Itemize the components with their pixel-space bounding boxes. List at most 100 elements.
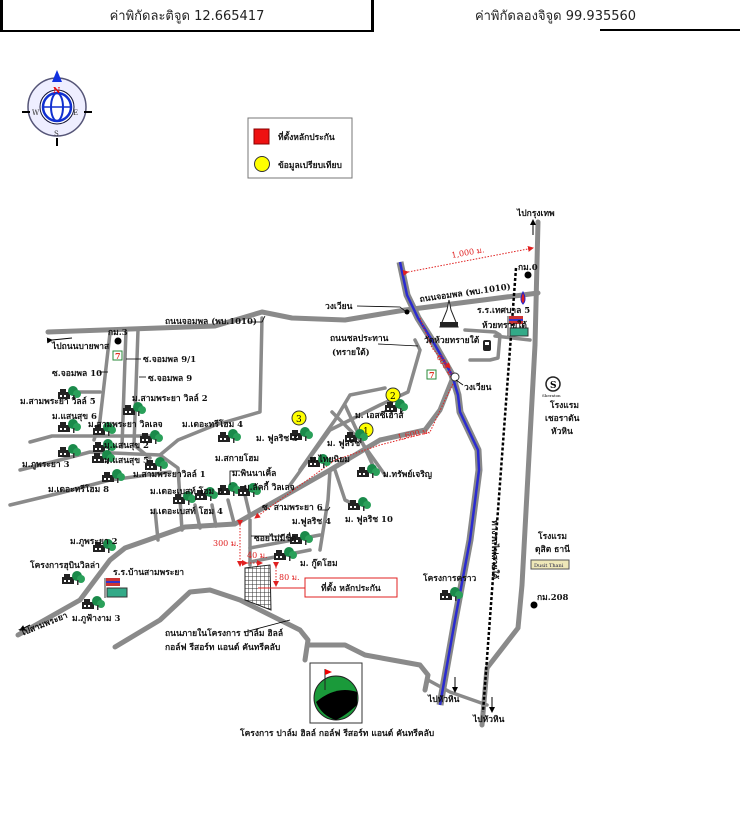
label-to-bangkok: ไปกรุงเทพ	[516, 208, 555, 219]
seven-eleven-icon: 7	[112, 350, 123, 361]
railway-line	[481, 267, 518, 713]
label-fullrich10: ม. ฟูลริช 10	[345, 514, 393, 525]
label-pinnacle: ม.พินนาเคิ้ล	[232, 466, 276, 479]
jompol-road	[45, 290, 541, 335]
label-roundabout-2: วงเวียน	[464, 382, 492, 393]
label-besthome4: ม.เดอะเบสท์ โฮม 4	[150, 506, 223, 517]
road-segment	[333, 468, 357, 507]
legend-collateral-label: ที่ตั้งหลักประกัน	[278, 130, 335, 143]
label-sp-village: ม.สามพระยา วิลเลจ	[88, 419, 163, 430]
distance-line-1600	[254, 383, 454, 519]
comparable-marker-3[interactable]: 3	[291, 410, 307, 426]
label-inner-road-2: กอล์ฟ รีสอร์ท แอนด์ คันทรีคลับ	[165, 642, 280, 653]
label-spv2: ม.สามพระยา วิลล์ 2	[132, 393, 208, 404]
compass-w: W	[32, 109, 40, 117]
label-to-huahin-2: ไปหัวหิน	[472, 714, 505, 725]
compass-n: N	[53, 85, 60, 95]
longitude-cell: ค่าพิกัดลองจิจูด 99.935560	[371, 0, 740, 30]
road-segment	[426, 678, 489, 707]
svg-text:7: 7	[429, 370, 435, 380]
road-segment	[243, 493, 252, 518]
arrow-icon	[19, 624, 31, 631]
label-unnamed-soi: ซอยไม่มีชื่อ	[254, 531, 296, 544]
road-segment	[153, 508, 160, 542]
label-pp2: ม.ภูพระยา 2	[70, 537, 118, 547]
collateral-plot[interactable]: ที่ตั้ง หลักประกัน	[244, 564, 398, 611]
road-segment	[463, 328, 502, 362]
label-sheraton-1: โรงแรม	[549, 400, 579, 411]
legend: ที่ตั้งหลักประกัน ข้อมูลเปรียบเทียบ	[247, 117, 353, 179]
legend-comparable-label: ข้อมูลเปรียบเทียบ	[278, 160, 342, 171]
label-wat: วัดห้วยทรายใต้	[424, 335, 480, 346]
label-km208: กม.208	[537, 593, 569, 603]
label-threehome4: ม.เดอะทรีโฮม 4	[182, 419, 243, 430]
label-pufa3: ม.ภูฟ้างาม 3	[72, 613, 120, 624]
roundabout-marker	[404, 309, 410, 315]
inner-project-road	[112, 587, 311, 663]
leader-lines	[99, 305, 464, 633]
label-fullrich: ม. ฟูลริช	[327, 438, 360, 449]
label-soi-9: ซ.จอมพล 9	[148, 374, 192, 384]
label-goodhome: ม. กู๊ดโฮม	[300, 558, 338, 569]
legend-collateral-swatch	[253, 128, 270, 145]
label-spv1: ม.สามพระยาวิลล์ 1	[133, 469, 206, 480]
road-segment	[158, 316, 264, 457]
label-to-huahin-1: ไปหัวหิน	[427, 694, 460, 705]
label-skyhome: ม.สกายโฮม	[215, 453, 259, 464]
soi-jompol-9-1	[120, 328, 128, 449]
school-flag-icon	[507, 316, 529, 337]
school-flag-icon	[104, 578, 128, 598]
label-school-sp: ร.ร.บ้านสามพระยา	[113, 567, 184, 578]
label-sheraton-2: เชอราตัน	[545, 413, 580, 424]
village-icon	[123, 402, 146, 416]
label-besthome3: ม.เดอะเบสท์ โฮม 3	[150, 486, 223, 497]
divider	[600, 29, 740, 31]
dusit-logo-text: Dusit Thani	[534, 563, 564, 569]
label-roundabout-1: วงเวียน	[325, 301, 353, 312]
village-icon	[62, 571, 85, 585]
label-ss6: ม.แสนสุข 6	[52, 412, 97, 422]
compass-rose-icon: N E S W	[22, 70, 92, 146]
label-soi-sp6: ซ. สามพระยา 6	[262, 503, 323, 513]
road-segment	[493, 334, 532, 342]
temple-icon	[439, 299, 459, 328]
road-segment	[18, 450, 184, 532]
label-krao: โครงการคราว	[422, 573, 476, 584]
latitude-text: ค่าพิกัดละติจูด 12.665417	[109, 8, 265, 24]
marker-number: 1	[363, 427, 369, 437]
label-palm-hills: โครงการ ปาล์ม ฮิลล์ กอล์ฟ รีสอร์ท แอนด์ …	[239, 728, 434, 739]
train-station-icon	[483, 340, 491, 351]
distance-300: 300 ม.	[213, 539, 239, 548]
label-ss5: ม.แสนสุข 5	[104, 456, 149, 466]
soi-sampraya-6	[318, 468, 332, 552]
label-thainiyom: ม.ไทยนิยม	[310, 454, 350, 465]
roundabout-marker	[450, 372, 460, 382]
dusit-thani-logo: Dusit Thani	[530, 559, 570, 570]
label-hubin: โครงการฮุบินวิลล่า	[29, 560, 100, 571]
km0-marker	[524, 271, 532, 279]
label-soi-9-1: ซ.จอมพล 9/1	[143, 355, 196, 365]
railway-label: ทางรถไฟสายใต้	[489, 520, 500, 580]
golf-logo	[309, 662, 363, 724]
label-sapcharoen: ม.ทรัพย์เจริญ	[383, 469, 432, 480]
label-km3: กม.3	[108, 328, 128, 338]
svg-text:S: S	[550, 381, 557, 391]
legend-comparable-swatch	[254, 156, 270, 172]
chonprathan-canal	[396, 261, 483, 706]
label-threehome8: ม.เดอะทรีโฮม 8	[48, 484, 109, 495]
road-segment	[210, 503, 218, 528]
label-huaysai: ห้วยทรายใต้	[482, 320, 527, 331]
gas-station-icon	[520, 290, 526, 305]
inner-project-road-2	[305, 642, 431, 693]
label-soi-10: ซ.จอมพล 10	[52, 369, 102, 379]
village-icon	[82, 596, 105, 610]
distance-80: 80 ม.	[279, 573, 300, 582]
label-chonprathan: ถนนชลประทาน	[330, 334, 389, 344]
marker-number: 3	[296, 415, 302, 425]
village-icon	[218, 429, 241, 443]
village-icon	[102, 469, 125, 483]
road-segment	[193, 503, 202, 530]
marker-number: 2	[390, 392, 396, 402]
